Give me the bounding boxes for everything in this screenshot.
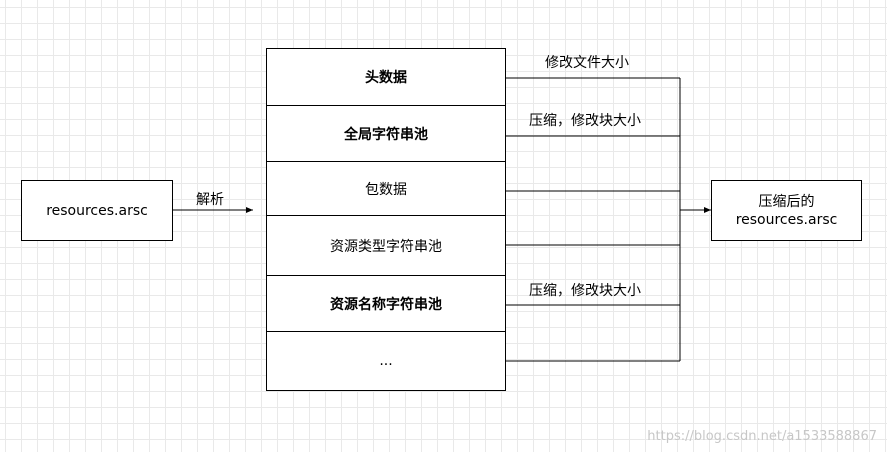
stack-row-label: 头数据 bbox=[365, 70, 407, 86]
result-box-line2: resources.arsc bbox=[735, 211, 838, 228]
stack-row-label: 资源名称字符串池 bbox=[330, 296, 442, 313]
stack-row-label: 资源类型字符串池 bbox=[330, 238, 442, 255]
stack-row-ellipsis: ... bbox=[267, 332, 505, 390]
parse-label: 解析 bbox=[196, 192, 224, 208]
annotation-compress-global-pool: 压缩，修改块大小 bbox=[529, 113, 641, 129]
result-box-line1: 压缩后的 bbox=[758, 193, 815, 210]
stack-row-package-data: 包数据 bbox=[267, 162, 505, 216]
source-box-label: resources.arsc bbox=[46, 202, 148, 219]
annotation-compress-name-pool: 压缩，修改块大小 bbox=[529, 283, 641, 299]
stack-row-label: 全局字符串池 bbox=[344, 126, 428, 143]
watermark: https://blog.csdn.net/a1533588867 bbox=[647, 429, 877, 444]
stack-row-label: 包数据 bbox=[365, 181, 407, 198]
stack-row-header: 头数据 bbox=[267, 49, 505, 106]
stack-row-label: ... bbox=[379, 353, 393, 369]
annotation-modify-file-size: 修改文件大小 bbox=[545, 55, 629, 71]
stack-row-global-string-pool: 全局字符串池 bbox=[267, 106, 505, 162]
arsc-structure-stack: 头数据 全局字符串池 包数据 资源类型字符串池 资源名称字符串池 ... bbox=[266, 48, 506, 391]
source-box: resources.arsc bbox=[21, 180, 173, 241]
stack-row-type-string-pool: 资源类型字符串池 bbox=[267, 216, 505, 276]
result-box: 压缩后的 resources.arsc bbox=[711, 180, 862, 241]
stack-row-name-string-pool: 资源名称字符串池 bbox=[267, 276, 505, 332]
